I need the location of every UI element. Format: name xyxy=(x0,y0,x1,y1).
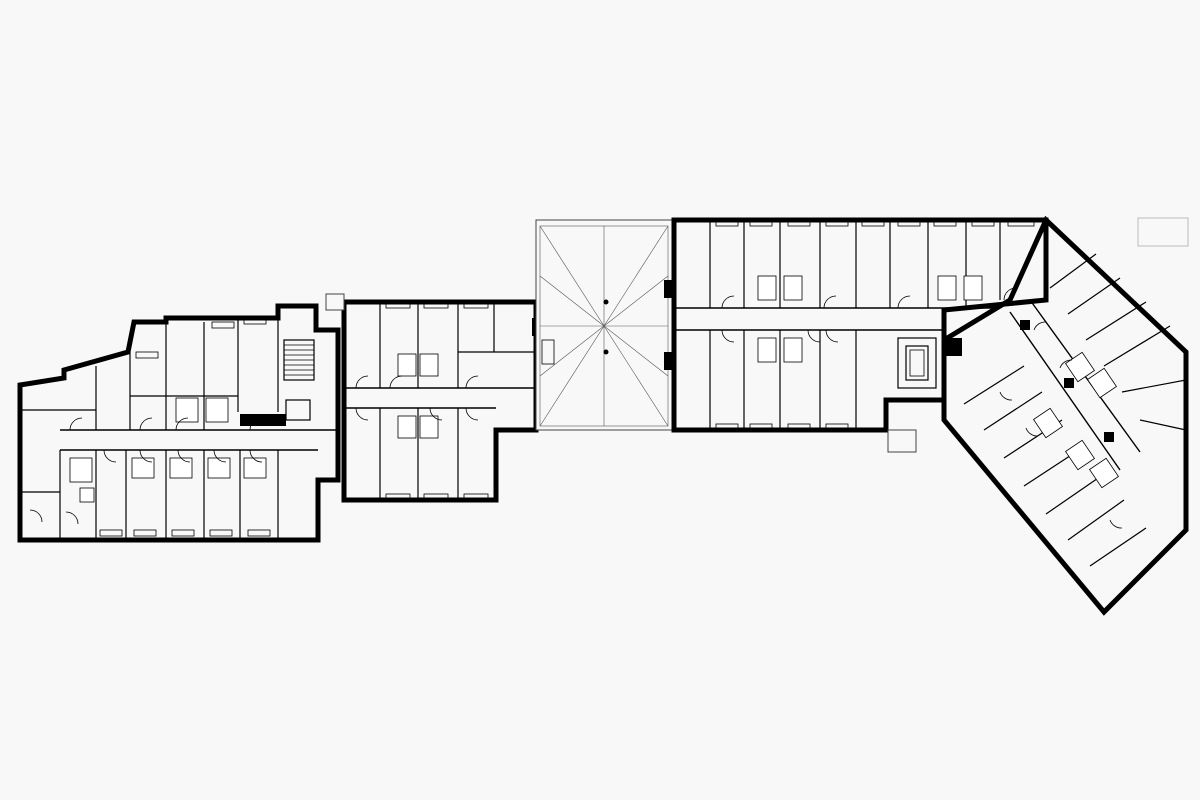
east-wing-outline xyxy=(671,217,1049,433)
diagonal-wing-outline xyxy=(941,215,1189,616)
diagonal-doors xyxy=(999,321,1123,529)
diagonal-units xyxy=(963,253,1187,567)
center-balcony xyxy=(325,293,345,311)
east-windows xyxy=(715,219,1035,431)
legend-box xyxy=(1137,217,1189,247)
west-doors xyxy=(29,417,263,525)
center-bathrooms xyxy=(397,353,439,439)
west-south-units xyxy=(20,450,279,540)
west-windows xyxy=(99,317,271,537)
east-entrance xyxy=(887,429,917,453)
west-wing xyxy=(17,303,341,543)
courtyard xyxy=(535,219,673,431)
center-windows xyxy=(385,301,489,501)
diagonal-bathrooms xyxy=(1033,351,1119,489)
east-wing xyxy=(664,217,1049,453)
east-column-2 xyxy=(664,352,674,370)
center-units xyxy=(379,302,536,500)
center-wing-outline xyxy=(341,299,539,503)
east-bathrooms xyxy=(757,275,983,363)
east-core xyxy=(946,338,962,356)
east-units xyxy=(709,220,1001,430)
west-stair xyxy=(283,339,315,421)
center-doors xyxy=(355,375,479,421)
legend xyxy=(1137,217,1189,247)
courtyard-drain-north xyxy=(603,299,609,305)
west-north-units xyxy=(20,318,279,430)
diagonal-wing xyxy=(941,215,1189,616)
diagonal-columns xyxy=(1020,320,1114,442)
center-wing xyxy=(325,293,542,503)
east-column-1 xyxy=(664,280,674,298)
west-corridor-core xyxy=(240,414,286,426)
diagonal-corridor-a xyxy=(1009,311,1121,471)
west-wing-outline xyxy=(17,303,341,543)
courtyard-drain-south xyxy=(603,349,609,355)
east-stair xyxy=(897,337,937,389)
